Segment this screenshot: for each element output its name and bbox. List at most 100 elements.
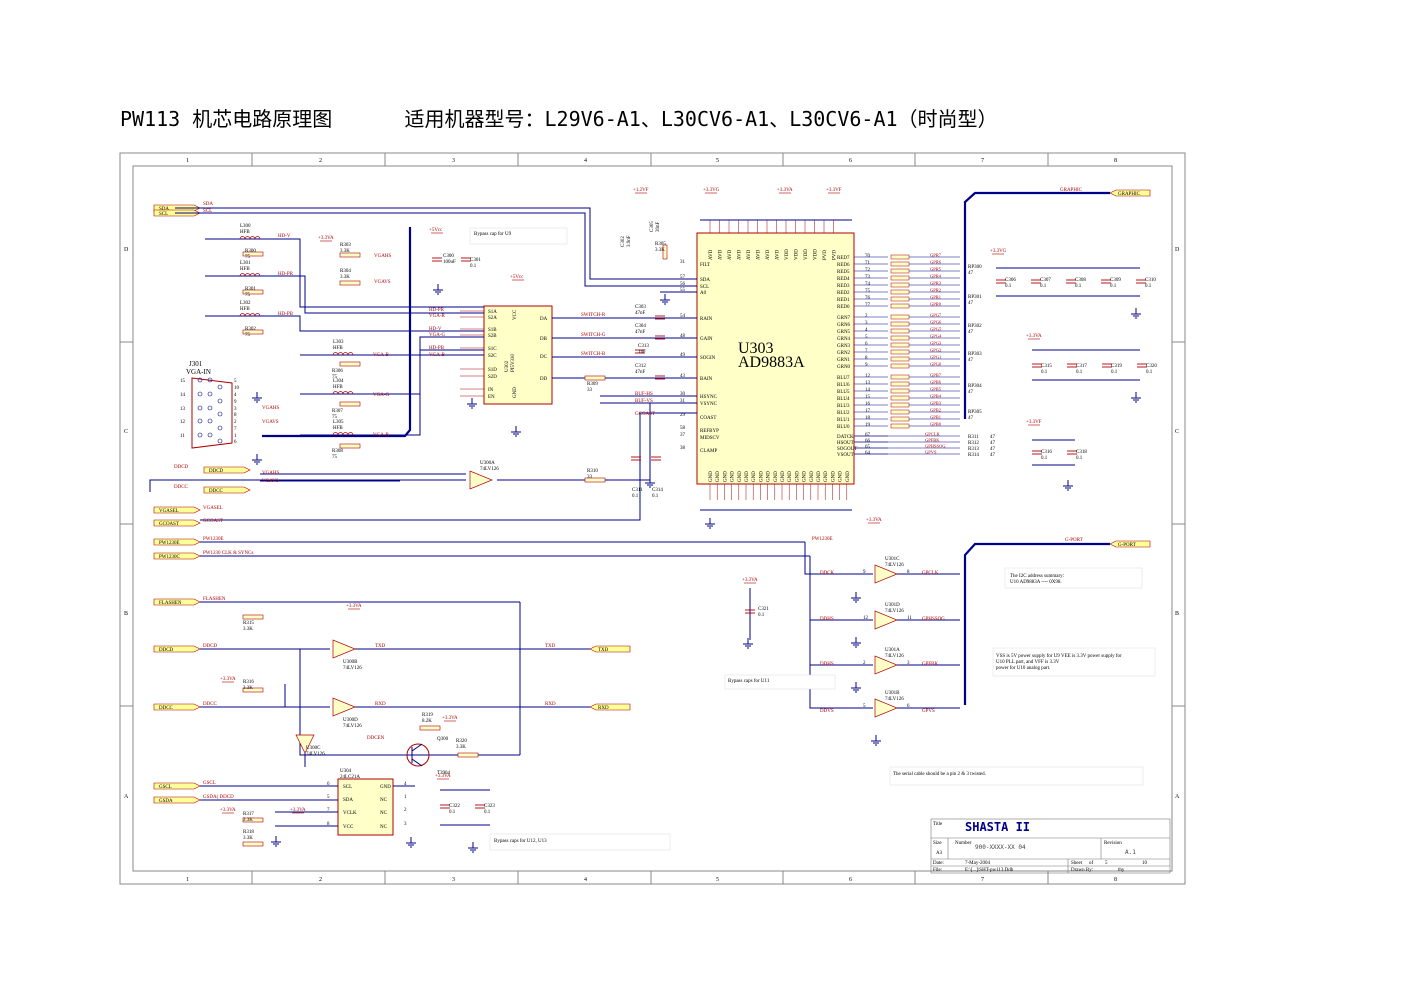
net-vgab: VGA-B bbox=[429, 353, 445, 358]
resistor-val: 3.3K bbox=[655, 248, 665, 253]
resistor-ref: R318 bbox=[243, 830, 254, 835]
tb-of: 10 bbox=[1142, 861, 1148, 866]
cap-ref: C318 bbox=[1076, 450, 1087, 455]
port-label-ddcc: DDCC bbox=[159, 706, 174, 711]
u303-top-pin: VDD bbox=[814, 249, 819, 260]
u303-pin-num: 16 bbox=[865, 402, 871, 407]
u303-pin-num: 66 bbox=[865, 439, 871, 444]
cap-val: 0.1 bbox=[1040, 284, 1047, 289]
buffer-triangle bbox=[874, 698, 898, 718]
resistor-body bbox=[584, 477, 606, 483]
u303-pin-name: RED1 bbox=[837, 298, 850, 303]
rgb-net: GPR5 bbox=[930, 267, 942, 272]
cap-val: 0.1 bbox=[470, 264, 477, 269]
u301-ref: U301A bbox=[885, 648, 900, 653]
u304-pin: NC bbox=[380, 811, 388, 816]
resistor-ref: R308 bbox=[332, 449, 343, 454]
u303-pin-name: BLU4 bbox=[837, 397, 850, 402]
cap-val: 100uF bbox=[443, 260, 456, 265]
u303-pin-name: BLU0 bbox=[837, 425, 850, 430]
col-mark-bottom: 1 bbox=[186, 877, 189, 883]
j301-pin-dot bbox=[207, 405, 213, 411]
u302-out: DB bbox=[540, 337, 548, 342]
net-vgag: VGA-G bbox=[429, 333, 445, 338]
note-bypass-u12: Bypass caps for U12, U13 bbox=[494, 839, 547, 844]
cap-val: 0.1 bbox=[484, 810, 491, 815]
note-line: The I2C address summary: bbox=[1010, 574, 1064, 579]
u302-pin: IN bbox=[488, 388, 494, 393]
cap-val: 0.1 bbox=[1075, 284, 1082, 289]
net-hdpb: HD-PB bbox=[429, 346, 445, 351]
port-label-pw1230e: PW1230E bbox=[159, 541, 180, 546]
u304-chip: U304 24LC21A SCL6SDA5VCLK7VCC8GND4NC1NC2… bbox=[327, 769, 407, 836]
net-vgav: VGAVS bbox=[262, 479, 279, 484]
inductor-val: HFB bbox=[333, 346, 343, 351]
cap-val: 0.1 bbox=[652, 494, 659, 499]
j301-pin-dot bbox=[197, 377, 203, 383]
u304-pin: GND bbox=[380, 785, 391, 790]
cap-ref: C307 bbox=[1040, 278, 1051, 283]
tb-size: A3 bbox=[936, 851, 943, 856]
u303-bottom-pin: GND bbox=[723, 471, 728, 482]
u303-pin-num: 65 bbox=[865, 445, 871, 450]
notes: Bypass cap for U9 Bypass caps for U11 By… bbox=[469, 227, 1156, 851]
note-line: U10 AD9883A ---- 0X98. bbox=[1010, 580, 1062, 585]
u300-part: 74LV126 bbox=[480, 467, 499, 472]
resistor-ref: R316 bbox=[243, 680, 254, 685]
u301-pin-out: 8 bbox=[907, 570, 910, 575]
u303-pin-num: 12 bbox=[865, 374, 871, 379]
power-p33va: +3.3VA bbox=[220, 677, 236, 682]
cap-ref: C316 bbox=[1041, 450, 1052, 455]
inductor-coil bbox=[347, 352, 354, 356]
power-p33va: +3.3VA bbox=[435, 774, 451, 779]
u303-top-pin: AVD bbox=[719, 249, 724, 260]
j301-pin-num: 13 bbox=[180, 407, 186, 412]
resistor-body bbox=[242, 817, 264, 823]
cap-ref: C300 bbox=[443, 254, 454, 259]
u304-pin-num: 1 bbox=[404, 795, 407, 800]
u303-pin-num: 38 bbox=[680, 446, 686, 451]
rp-resistor bbox=[890, 282, 910, 288]
port-flag bbox=[153, 552, 201, 560]
u303-top-pin: AVD bbox=[728, 249, 733, 260]
cap-ref: C304 bbox=[635, 324, 646, 329]
u303-bottom-pin: GND bbox=[817, 471, 822, 482]
u304-pin: VCC bbox=[343, 825, 354, 830]
u304-pin: SDA bbox=[343, 798, 353, 803]
rp-resistor bbox=[890, 268, 910, 274]
tb-size-label: Size bbox=[933, 841, 942, 846]
cap-ref: C322 bbox=[449, 804, 460, 809]
u303-pin-name: GRN3 bbox=[837, 344, 851, 349]
rp-resistor bbox=[890, 409, 910, 415]
port-label-ddcd: DDCD bbox=[209, 469, 224, 474]
j301-pin-num: 8 bbox=[234, 413, 237, 418]
inductor-ref: L300 bbox=[240, 224, 251, 229]
u303-pin-num: 74 bbox=[865, 282, 871, 287]
u304-pin: SCL bbox=[343, 785, 352, 790]
cap-val: 0.1 bbox=[1076, 456, 1083, 461]
resistor-body bbox=[242, 841, 264, 847]
u301-pin-in: 12 bbox=[863, 616, 869, 621]
j301-pin-dot bbox=[197, 432, 203, 438]
power-p33va: +3.3VA bbox=[290, 808, 306, 813]
buffer-triangle bbox=[469, 470, 493, 490]
net-txd: TXD bbox=[545, 644, 556, 649]
u304-part: 24LC21A bbox=[340, 775, 360, 780]
rgb-net: GPB5 bbox=[930, 387, 942, 392]
u303-pin-num: 30 bbox=[680, 392, 686, 397]
ground-symbols bbox=[252, 284, 1141, 853]
net-vgav: VGAVS bbox=[374, 280, 391, 285]
rp-resistor bbox=[890, 335, 910, 341]
tb-sheet-label: Sheet bbox=[1071, 861, 1083, 866]
col-mark-top: 7 bbox=[981, 158, 984, 164]
j301-pin-num: 4 bbox=[234, 393, 237, 398]
power-p33vg: +3.3VG bbox=[990, 249, 1007, 254]
u304-pin: NC bbox=[380, 825, 388, 830]
j301-name: VGA-IN bbox=[186, 368, 211, 376]
inductor-val: HFB bbox=[333, 426, 343, 431]
cap-ref: C320 bbox=[1146, 364, 1157, 369]
u303-bottom-pin: GND bbox=[767, 471, 772, 482]
resistor-val: 3.3K bbox=[456, 745, 466, 750]
u303-pin-name: GRN4 bbox=[837, 337, 851, 342]
